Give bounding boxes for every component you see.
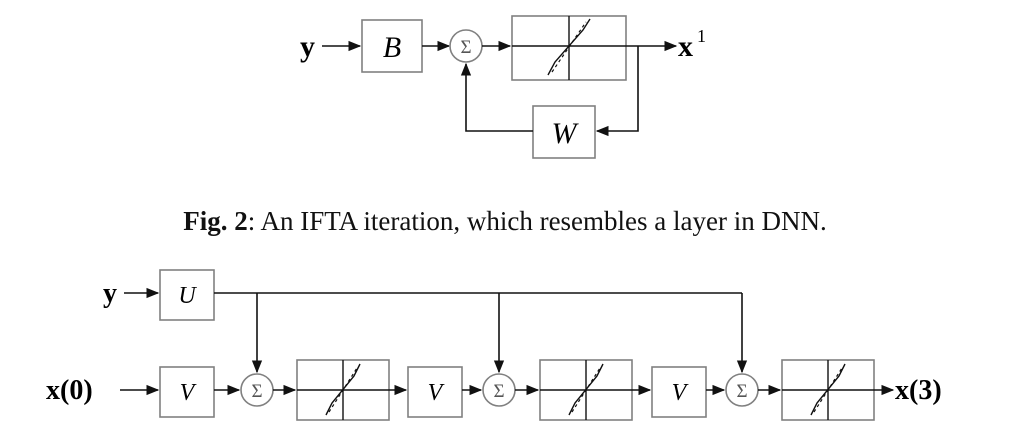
stage-2: V Σ [407,359,652,421]
block-u-label: U [178,283,197,309]
nonlinearity-block-1 [296,359,390,421]
output-x-label: x [678,30,693,63]
iteration-diagram: y B Σ x 1 W [300,15,706,159]
caption-text: : An IFTA iteration, which resembles a l… [247,206,827,236]
figure-caption: Fig. 2: An IFTA iteration, which resembl… [0,206,1010,237]
block-v-1 [159,366,215,418]
unfolded-network-diagram: y U x(0) V Σ [46,269,942,421]
block-v-3 [651,366,707,418]
block-v-3-label: V [672,380,689,406]
sum-symbol: Σ [460,37,471,58]
nonlinearity-block-3 [781,359,875,421]
input-y-label-bottom: y [103,278,117,309]
block-w-label: W [552,117,580,150]
wire-w-to-sum [460,62,533,132]
block-u [159,269,215,321]
stage-1: V Σ [159,359,408,421]
output-x3-label: x(3) [895,375,942,406]
block-w [532,105,596,159]
input-x0-text: x(0) [46,375,93,406]
nonlinearity-block [511,15,627,81]
nonlinearity-block-2 [539,359,633,421]
wire-feedback-to-w [595,46,639,137]
output-superscript: 1 [697,26,706,46]
caption-prefix: Fig. 2 [183,206,248,236]
sum-symbol-3: Σ [736,381,747,402]
sum-symbol-1: Σ [251,381,262,402]
block-v-1-label: V [180,380,197,406]
stage-3: V Σ [651,359,895,421]
input-y-label: y [300,30,315,63]
block-v-2 [407,366,463,418]
input-x0-label: x(0) [46,375,93,406]
block-b-label: B [383,31,401,64]
sum-symbol-2: Σ [493,381,504,402]
block-v-2-label: V [428,380,445,406]
